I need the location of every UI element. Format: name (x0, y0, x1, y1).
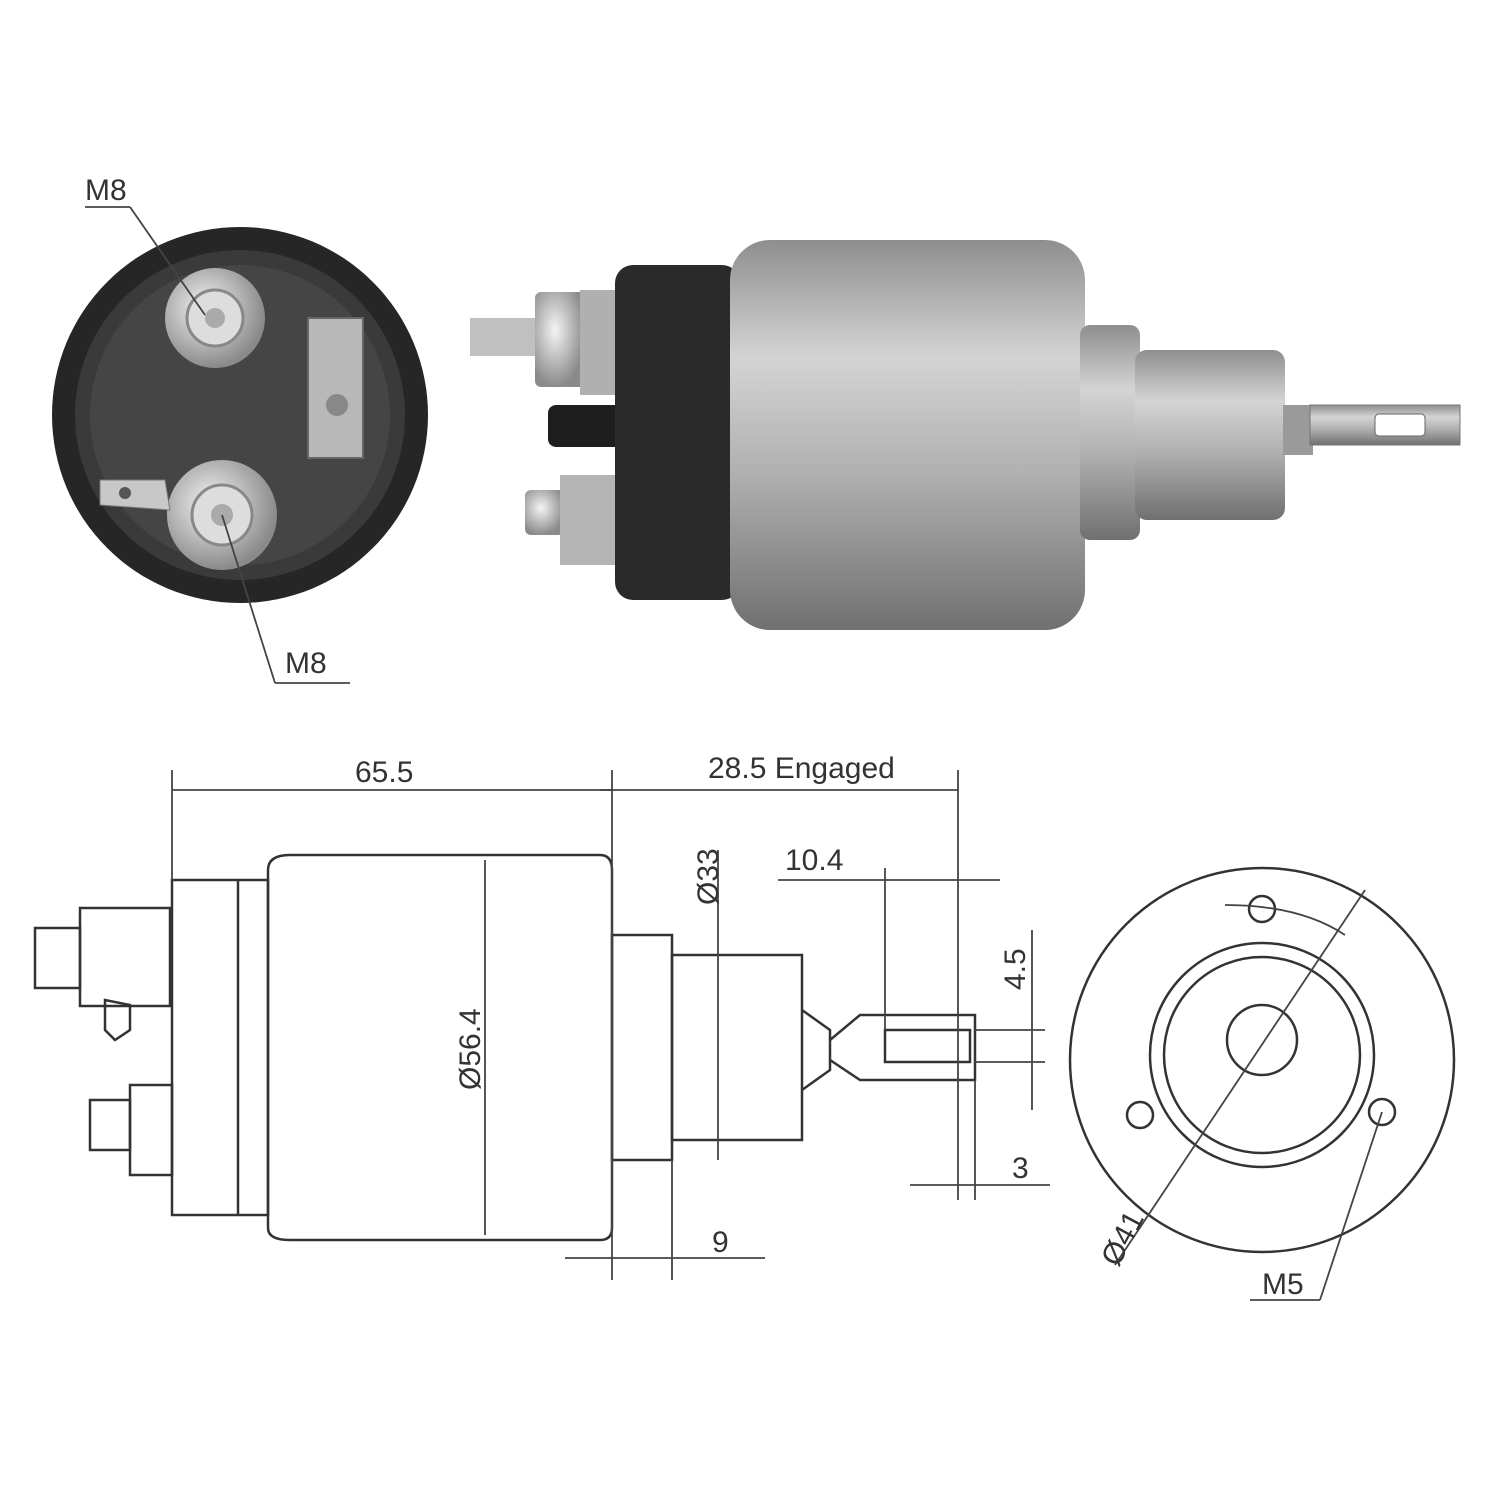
label-top-terminal: M8 (85, 174, 127, 207)
dim-tab-offset: 10.4 (785, 844, 843, 877)
label-bottom-terminal: M8 (285, 647, 327, 680)
dim-slot-width: 4.5 (999, 948, 1032, 990)
end-view-photo (52, 227, 428, 603)
front-view-drawing (1068, 866, 1456, 1301)
dim-bolt-circle: Ø41 (1095, 1206, 1151, 1272)
dim-body-length: 65.5 (355, 756, 413, 789)
side-view-photo (470, 240, 1461, 630)
side-drawing (33, 853, 977, 1242)
control-terminal-tab (307, 317, 364, 459)
dim-flange-width: 9 (712, 1226, 729, 1259)
dim-plunger-travel: 28.5 Engaged (708, 752, 895, 785)
dim-tab-end: 3 (1012, 1152, 1029, 1185)
top-terminal-nut (165, 268, 265, 368)
label-leader-top-diag (129, 206, 206, 316)
dim-body-diameter: Ø56.4 (454, 1008, 487, 1090)
dim-flange-diameter: Ø33 (692, 848, 725, 905)
label-leader-bottom (221, 514, 276, 684)
dimension-lines (171, 770, 1050, 1280)
dim-mount-thread: M5 (1262, 1268, 1304, 1301)
